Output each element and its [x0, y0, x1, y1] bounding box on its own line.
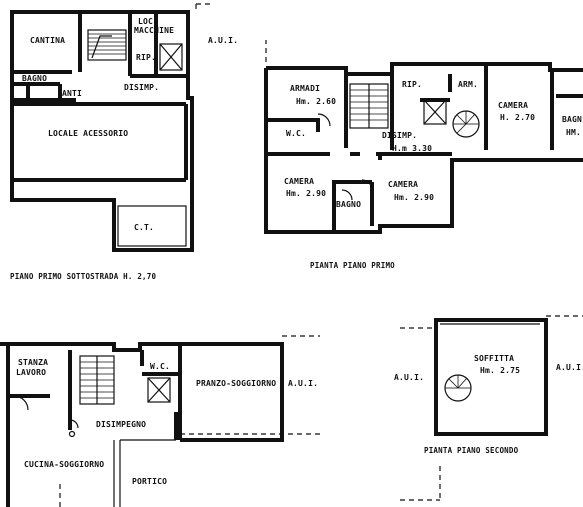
room-rip: RIP.	[136, 53, 156, 62]
room-camera-3-height: Hm. 2.90	[394, 193, 434, 202]
room-soffitta: SOFFITTA	[474, 354, 514, 363]
room-loc-macchine-line1: LOC.	[138, 17, 158, 26]
first-floor-stairs	[349, 83, 389, 129]
basement-stairs	[87, 29, 127, 61]
room-anti: ANTI	[62, 89, 82, 98]
first-floor-plan: ARMADI Hm. 2.60 RIP. ARM. CAMERA H. 2.70…	[264, 40, 583, 270]
second-floor-plan: SOFFITTA Hm. 2.75 A.U.I. A.U.I. PIANTA P…	[394, 315, 583, 501]
room-camera-1: CAMERA	[498, 101, 528, 110]
room-loc-macchine-line2: MACCHINE	[134, 26, 174, 35]
second-floor-spiral-stair	[444, 374, 472, 402]
first-floor-lift-shaft	[423, 99, 447, 125]
room-locale-accessorio: LOCALE ACESSORIO	[48, 129, 128, 138]
room-pranzo-soggiorno: PRANZO-SOGGIORNO	[196, 379, 276, 388]
room-portico: PORTICO	[132, 477, 167, 486]
basement-lift-shaft	[159, 43, 183, 71]
label-aui-left: A.U.I.	[394, 373, 424, 382]
room-bagno-cut-height: HM.	[566, 128, 581, 137]
room-arm: ARM.	[458, 80, 478, 89]
ground-floor-lift-shaft	[147, 377, 171, 403]
room-soffitta-height: Hm. 2.75	[480, 366, 520, 375]
room-bagno: BAGNO	[22, 74, 47, 83]
room-ct: C.T.	[134, 223, 154, 232]
room-disimp: DISIMP.	[124, 83, 159, 92]
room-rip: RIP.	[402, 80, 422, 89]
room-armadi-height: Hm. 2.60	[296, 97, 336, 106]
caption-basement: PIANO PRIMO SOTTOSTRADA H. 2,70	[10, 272, 156, 281]
room-wc: W.C.	[286, 129, 306, 138]
room-disimpegno: DISIMPEGNO	[96, 420, 146, 429]
room-camera-2-height: Hm. 2.90	[286, 189, 326, 198]
room-disimp-height: H.m 3.30	[392, 144, 432, 153]
spiral-stair	[452, 110, 480, 138]
room-camera-1-height: H. 2.70	[500, 113, 535, 122]
room-cucina-soggiorno: CUCINA-SOGGIORNO	[24, 460, 104, 469]
room-camera-2: CAMERA	[284, 177, 314, 186]
caption-second-floor: PIANTA PIANO SECONDO	[424, 446, 519, 455]
ground-floor-stairs	[79, 355, 115, 405]
room-disimp: DISIMP.	[382, 131, 417, 140]
room-bagno: BAGNO	[336, 200, 361, 209]
room-wc: W.C.	[150, 362, 170, 371]
room-camera-3: CAMERA	[388, 180, 418, 189]
room-lavoro: LAVORO	[16, 368, 46, 377]
room-cantina: CANTINA	[30, 36, 65, 45]
room-stanza: STANZA	[18, 358, 48, 367]
label-aui: A.U.I.	[208, 36, 238, 45]
label-aui-right: A.U.I.	[556, 363, 583, 372]
ground-floor-plan: STANZA LAVORO W.C. PRANZO-SOGGIORNO A.U.…	[0, 335, 320, 507]
basement-plan: CANTINA LOC. MACCHINE RIP. A.U.I. BAGNO …	[10, 3, 238, 281]
caption-first-floor: PIANTA PIANO PRIMO	[310, 261, 395, 270]
label-aui: A.U.I.	[288, 379, 318, 388]
room-armadi: ARMADI	[290, 84, 320, 93]
room-bagno-cut: BAGN	[562, 115, 582, 124]
